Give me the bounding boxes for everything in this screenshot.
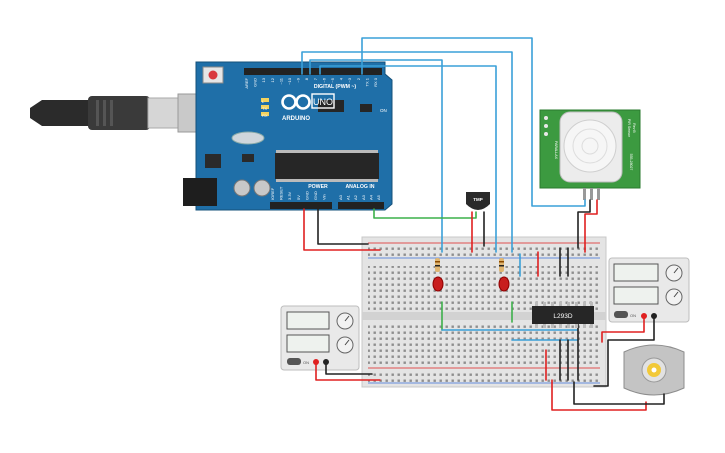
wire-psu-right-negative[interactable] [593,315,655,387]
psu-left-display-current [286,334,330,353]
pir-part-label: 555-28027 [629,154,633,171]
pin-label: 7 [313,77,318,80]
power-supply-left[interactable]: ON [280,305,360,371]
pin-label: 13 [261,77,266,82]
capacitor-2 [253,179,271,197]
power-header-label: POWER [308,184,328,190]
tmp-label: TMP [473,197,483,202]
wire-motor-positive[interactable] [551,379,647,411]
pin-label: 12 [270,77,275,82]
psu-left-on-label: ON [303,360,309,365]
wire-pir-signal[interactable] [361,37,586,207]
pin-label: 4 [339,77,344,80]
pin-label: ~10 [287,77,292,85]
arduino-logo-text: ARDUINO [282,116,310,122]
uno-badge [311,93,335,109]
rx-led-label: RX [262,113,268,118]
psu-left-display-voltage [286,311,330,330]
wire-led-right-signal[interactable] [301,51,513,253]
pin-label: 3.3V [287,191,292,200]
pir-sensor[interactable]: PARALLAX PIR Sensor Rev B 555-28027 [539,109,641,200]
dc-motor[interactable] [623,344,685,396]
power-header [270,202,332,209]
wire-tmp-analog[interactable] [373,208,477,219]
wire-pir-vcc[interactable] [584,199,598,253]
power-supply-right[interactable]: ON [608,257,690,323]
pin-label: GND [313,191,318,200]
pin-label: GND [253,78,258,87]
power-jack [183,178,217,206]
psu-left-power-switch[interactable] [287,358,301,365]
digital-header-label: DIGITAL (PWM ~) [314,84,357,90]
psu-right-on-label: ON [630,313,636,318]
pin-label: ~3 [347,77,352,82]
psu-right-power-switch[interactable] [614,311,628,318]
pin-label: A4 [368,194,373,200]
l293d-label: L293D [553,313,572,320]
analog-header-label: ANALOG IN [345,184,374,190]
pir-rev-label: Rev B [632,123,636,133]
psu-right-display-voltage [613,263,659,282]
reset-button-cap[interactable] [208,70,218,80]
crystal [231,131,265,145]
wires [301,37,665,411]
l-led-label: L [262,99,265,104]
wire-pir-gnd[interactable] [577,199,591,249]
pin-label: A0 [338,194,343,200]
pin-label: GND [304,191,309,200]
pin-label: A2 [353,194,358,200]
pin-label: A5 [376,194,381,200]
pin-label: ~6 [321,77,326,82]
led-left[interactable] [432,258,444,292]
breadboard-center-channel [362,312,606,320]
pin-label: ~11 [278,77,283,84]
wire-5v-rail[interactable] [303,208,381,251]
arduino-uno-board[interactable]: ARDUINO UNO DIGITAL (PWM ~) POWER ANALOG… [183,61,393,211]
pir-dome-icon [563,119,617,173]
pin-label: Vin [322,194,327,200]
analog-header [338,202,384,209]
atmega-chip [275,153,379,179]
on-led-label: ON [380,108,387,113]
wire-digital-aux[interactable] [319,65,497,253]
pin-label: RX 0 [373,77,378,87]
pir-brand-label: PARALLAX [554,141,558,159]
wire-gnd-rail[interactable] [317,208,369,245]
pin-label: RESET [279,186,284,200]
voltage-regulator [205,154,221,168]
l293d-driver-ic[interactable]: L293D [532,302,594,328]
pin-label: A3 [361,194,366,200]
led-right[interactable] [498,258,510,292]
pir-title-label: PIR Sensor [627,119,631,138]
pin-label: ~5 [330,77,335,82]
uno-badge-text: UNO [313,97,333,107]
usb-cable[interactable] [30,93,203,133]
digital-header [244,68,382,75]
psu-right-display-current [613,286,659,305]
pin-label: 8 [304,77,309,80]
wire-psu-left-positive[interactable] [315,361,381,381]
arduino-logo-icon [281,94,311,110]
pin-label: A1 [346,194,351,200]
pin-label: ~9 [296,77,301,82]
tx-led-label: TX [262,106,267,111]
pin-label: TX 1 [364,77,369,86]
wire-motor-negative[interactable] [573,381,665,405]
wire-led-left-signal[interactable] [309,59,443,253]
wire-psu-left-negative[interactable] [325,361,373,375]
pin-label: 5V [296,195,301,200]
wire-psu-right-positive[interactable] [601,315,645,343]
pin-label: IOREF [270,187,275,200]
pin-label: 2 [356,77,361,80]
pin-label: AREF [244,77,249,88]
tmp-temperature-sensor[interactable]: TMP [466,192,490,210]
capacitor-1 [233,179,251,197]
